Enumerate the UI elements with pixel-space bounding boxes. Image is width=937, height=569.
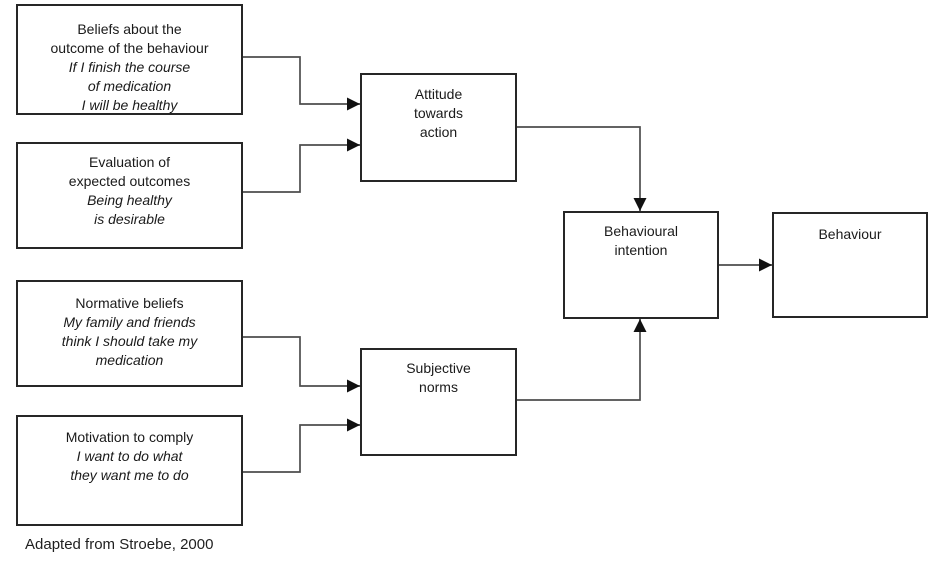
node-example-text: I want to do what they want me to do xyxy=(70,448,189,483)
edge-normative-to-subjective xyxy=(243,336,360,393)
edge-motivation-to-subjective xyxy=(243,418,360,473)
node-title: Normative beliefs xyxy=(75,295,184,311)
source-caption: Adapted from Stroebe, 2000 xyxy=(25,536,214,553)
node-behaviour: Behaviour xyxy=(772,212,928,318)
edge-evaluation-to-attitude xyxy=(243,138,360,193)
node-title: Behaviour xyxy=(818,226,882,242)
node-motivation-to-comply: Motivation to comply I want to do what t… xyxy=(16,415,243,526)
node-title: Behavioural intention xyxy=(604,223,678,258)
node-attitude-towards-action: Attitude towards action xyxy=(360,73,517,182)
node-title: Beliefs about the outcome of the behavio… xyxy=(50,21,209,56)
node-title: Evaluation of expected outcomes xyxy=(68,154,191,189)
node-example-text: Being healthy is desirable xyxy=(87,192,172,227)
node-example-text: My family and friends think I should tak… xyxy=(61,314,198,368)
node-example-text: If I finish the course of medication I w… xyxy=(68,59,191,113)
edge-beliefs-to-attitude xyxy=(243,56,360,111)
node-title: Subjective norms xyxy=(406,360,471,395)
node-normative-beliefs: Normative beliefs My family and friends … xyxy=(16,280,243,387)
node-evaluation-of-outcomes: Evaluation of expected outcomes Being he… xyxy=(16,142,243,249)
node-title: Motivation to comply xyxy=(65,429,194,445)
node-title: Attitude towards action xyxy=(413,86,464,140)
edge-subjective-to-intention xyxy=(517,319,647,401)
node-beliefs-about-outcome: Beliefs about the outcome of the behavio… xyxy=(16,4,243,115)
node-subjective-norms: Subjective norms xyxy=(360,348,517,456)
edge-attitude-to-intention xyxy=(517,126,647,211)
node-behavioural-intention: Behavioural intention xyxy=(563,211,719,319)
